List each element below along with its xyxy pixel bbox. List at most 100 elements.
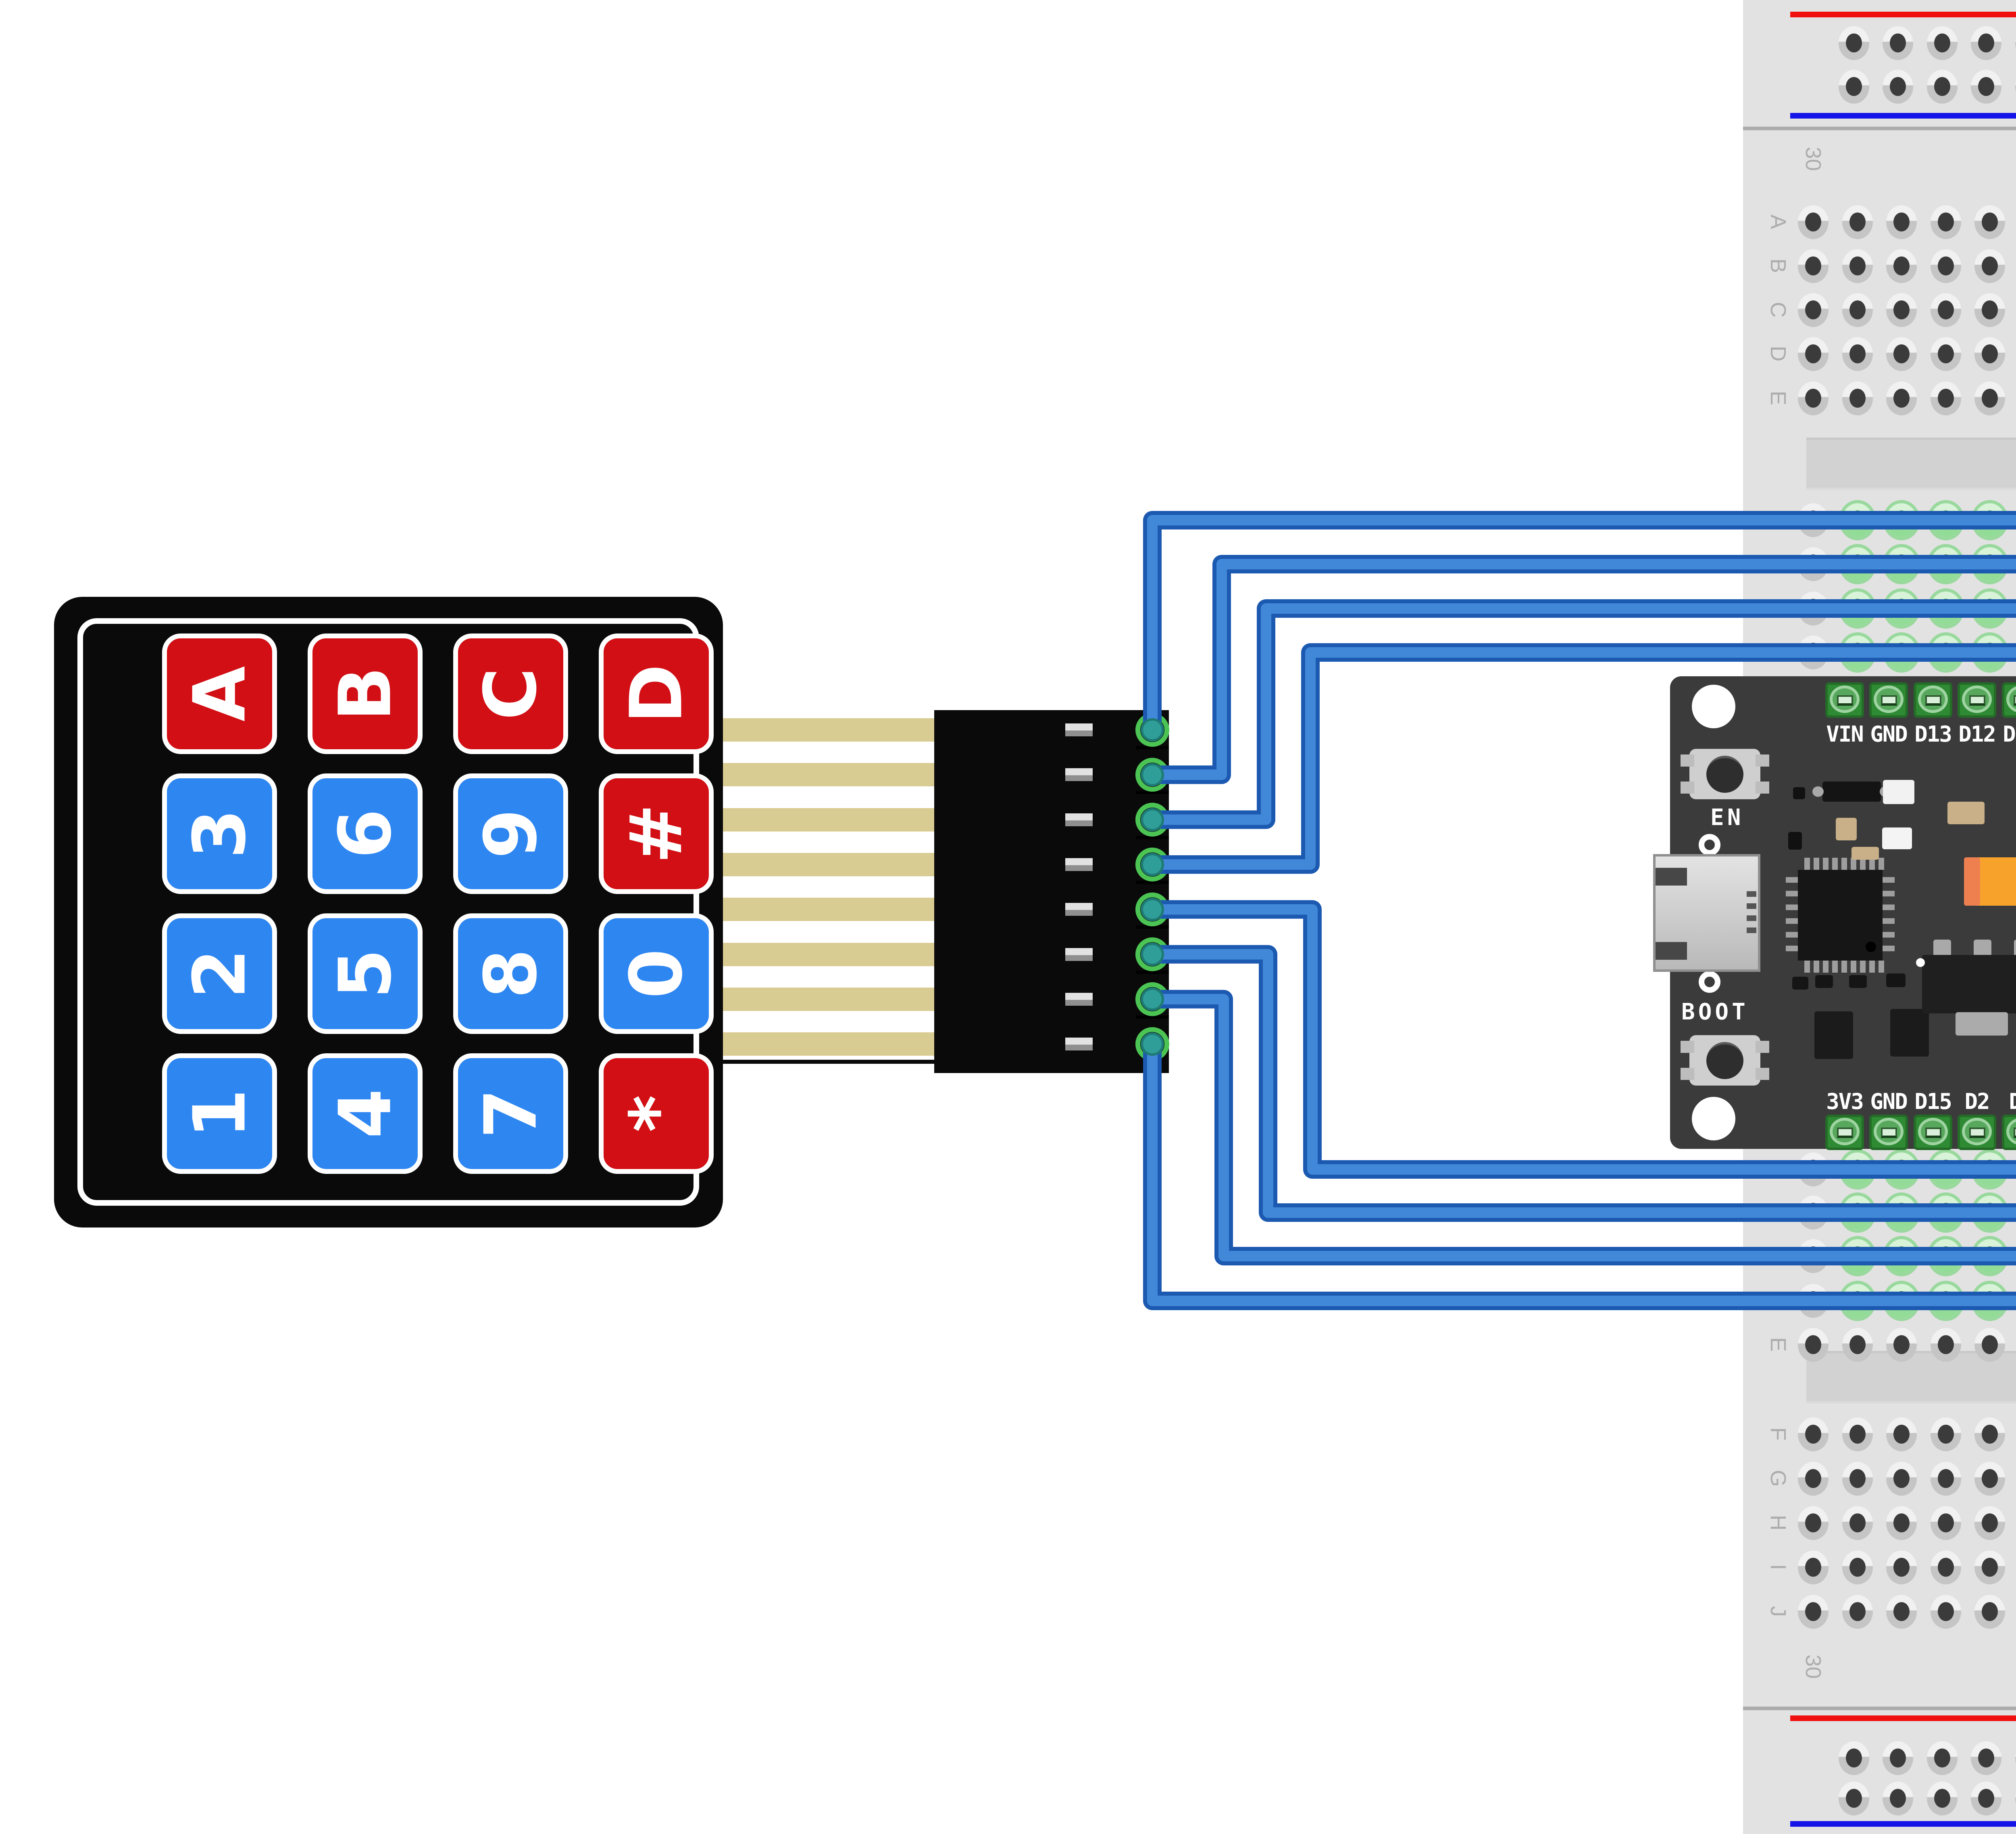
breadboard-hole — [1842, 337, 1873, 371]
keypad-key-4[interactable]: 4 — [308, 1053, 423, 1174]
ribbon-conductor — [723, 718, 936, 742]
wire-core — [1147, 1039, 2016, 1306]
breadboard-hole — [1798, 1595, 1829, 1629]
power-rail-hole — [1971, 26, 2001, 60]
wire-end-icon — [1141, 987, 1164, 1011]
pin-label-3V3: 3V3 — [1826, 1089, 1864, 1114]
keypad-key-A[interactable]: A — [162, 634, 277, 754]
power-rail-hole — [1971, 1741, 2001, 1775]
breadboard-hole — [1798, 205, 1829, 239]
power-rail-hole — [1927, 1741, 1958, 1775]
qfn-pin — [1883, 891, 1895, 896]
ribbon-conductor — [723, 853, 936, 876]
breadboard-hole — [1798, 1417, 1829, 1451]
breadboard-hole — [1842, 1551, 1873, 1584]
smd-resistor — [1836, 818, 1857, 840]
breadboard-hole — [1886, 381, 1917, 415]
smd-cap-tan — [1947, 802, 1985, 824]
keypad-key-D[interactable]: D — [599, 634, 714, 754]
wire-3[interactable] — [1135, 594, 2016, 837]
ribbon-conductor — [723, 988, 936, 1011]
wire-2[interactable] — [1135, 550, 2016, 792]
header-separator — [1136, 836, 1169, 839]
keypad-key-7[interactable]: 7 — [453, 1053, 568, 1174]
qfn-pin — [1786, 904, 1798, 910]
wire-outline — [1143, 900, 2016, 1179]
qfn-pin — [1823, 858, 1829, 870]
esp32-pin-pad-GND — [1869, 1115, 1908, 1150]
header-connector-8pin[interactable] — [934, 710, 1169, 1073]
esp32-pin-pad-D13 — [1914, 682, 1952, 718]
boot-button[interactable] — [1681, 1035, 1769, 1086]
keypad-key-0[interactable]: 0 — [599, 913, 714, 1034]
smd-reg-tab — [1956, 1012, 2008, 1036]
wire-8[interactable] — [1135, 1027, 2016, 1315]
smd-cap-black — [1886, 973, 1906, 987]
breadboard-hole — [1931, 1417, 1961, 1451]
keypad-key-6[interactable]: 6 — [308, 773, 423, 894]
keypad-key-9[interactable]: 9 — [453, 773, 568, 894]
header-separator — [1136, 791, 1169, 794]
wire-1[interactable] — [1135, 506, 2016, 747]
smd-reg-leg — [1974, 940, 1991, 957]
breadboard-hole — [1842, 249, 1873, 283]
breadboard-hole — [1931, 1551, 1961, 1584]
qfn-pin — [1786, 877, 1798, 883]
qfn-pin — [1883, 918, 1895, 924]
breadboard-hole — [1974, 1417, 2005, 1451]
en-button-label: EN — [1710, 804, 1744, 831]
wire-core — [1147, 904, 2016, 1175]
keypad-key-2[interactable]: 2 — [162, 913, 277, 1034]
keypad-key-C[interactable]: C — [453, 634, 568, 754]
wire-4[interactable] — [1135, 638, 2016, 882]
smd-cap-orange-edge — [1964, 857, 1980, 906]
keypad-key-5[interactable]: 5 — [308, 913, 423, 1034]
breadboard-hole — [1974, 381, 2005, 415]
mounting-hole-icon — [1692, 1097, 1735, 1140]
ribbon-conductor — [723, 898, 936, 921]
breadboard-hole — [1798, 1328, 1829, 1362]
power-rail-hole — [1883, 26, 1913, 60]
wire-5[interactable] — [1135, 892, 2016, 1184]
power-rail-hole — [1883, 1782, 1913, 1815]
keypad-key-8[interactable]: 8 — [453, 913, 568, 1034]
esp32-pin-pad-GND — [1869, 682, 1908, 718]
qfn-pin — [1869, 858, 1875, 870]
power-rail-hole — [2015, 1741, 2016, 1775]
keypad-key-B[interactable]: B — [308, 634, 423, 754]
power-rail-red-line — [1790, 12, 2016, 17]
power-rail-hole — [1839, 26, 1869, 60]
breadboard-hole — [1886, 1417, 1917, 1451]
power-rail-hole — [1839, 70, 1869, 104]
pin-label-D12: D12 — [1958, 721, 1996, 747]
keypad-key-star[interactable]: * — [599, 1053, 714, 1174]
power-rail-hole — [1971, 70, 2001, 104]
smd-transistor — [1814, 1011, 1853, 1059]
wire-end-icon — [1141, 942, 1164, 966]
wire-6[interactable] — [1135, 937, 2016, 1228]
power-rail-hole — [2015, 1782, 2016, 1815]
wire-core — [1147, 515, 2016, 735]
breadboard-hole — [1974, 1551, 2005, 1584]
esp32-devkit-board[interactable]: VINGNDD13D12D14D27D26D25D33D32D35D34VNVP… — [1653, 676, 2016, 1150]
esp32-pin-pad-VIN — [1825, 682, 1864, 718]
esp32-pin-pad-D12 — [1958, 682, 1996, 718]
micro-usb-connector[interactable] — [1653, 854, 1760, 972]
header-notch — [1065, 948, 1093, 961]
keypad-key-3[interactable]: 3 — [162, 773, 277, 894]
breadboard-hole — [1842, 1328, 1873, 1362]
en-button[interactable] — [1681, 749, 1769, 799]
pin-label-D13: D13 — [1914, 721, 1952, 747]
qfn-pin — [1879, 961, 1884, 973]
breadboard-hole — [1886, 1506, 1917, 1540]
smd-white-dot — [1916, 958, 1925, 967]
keypad-key-hash[interactable]: # — [599, 773, 714, 894]
keypad-key-1[interactable]: 1 — [162, 1053, 277, 1174]
smd-led — [1882, 827, 1912, 849]
power-rail-hole — [2015, 70, 2016, 104]
smd-led — [1883, 780, 1914, 804]
wire-7[interactable] — [1135, 982, 2016, 1271]
smd-reg-leg — [2014, 940, 2016, 957]
